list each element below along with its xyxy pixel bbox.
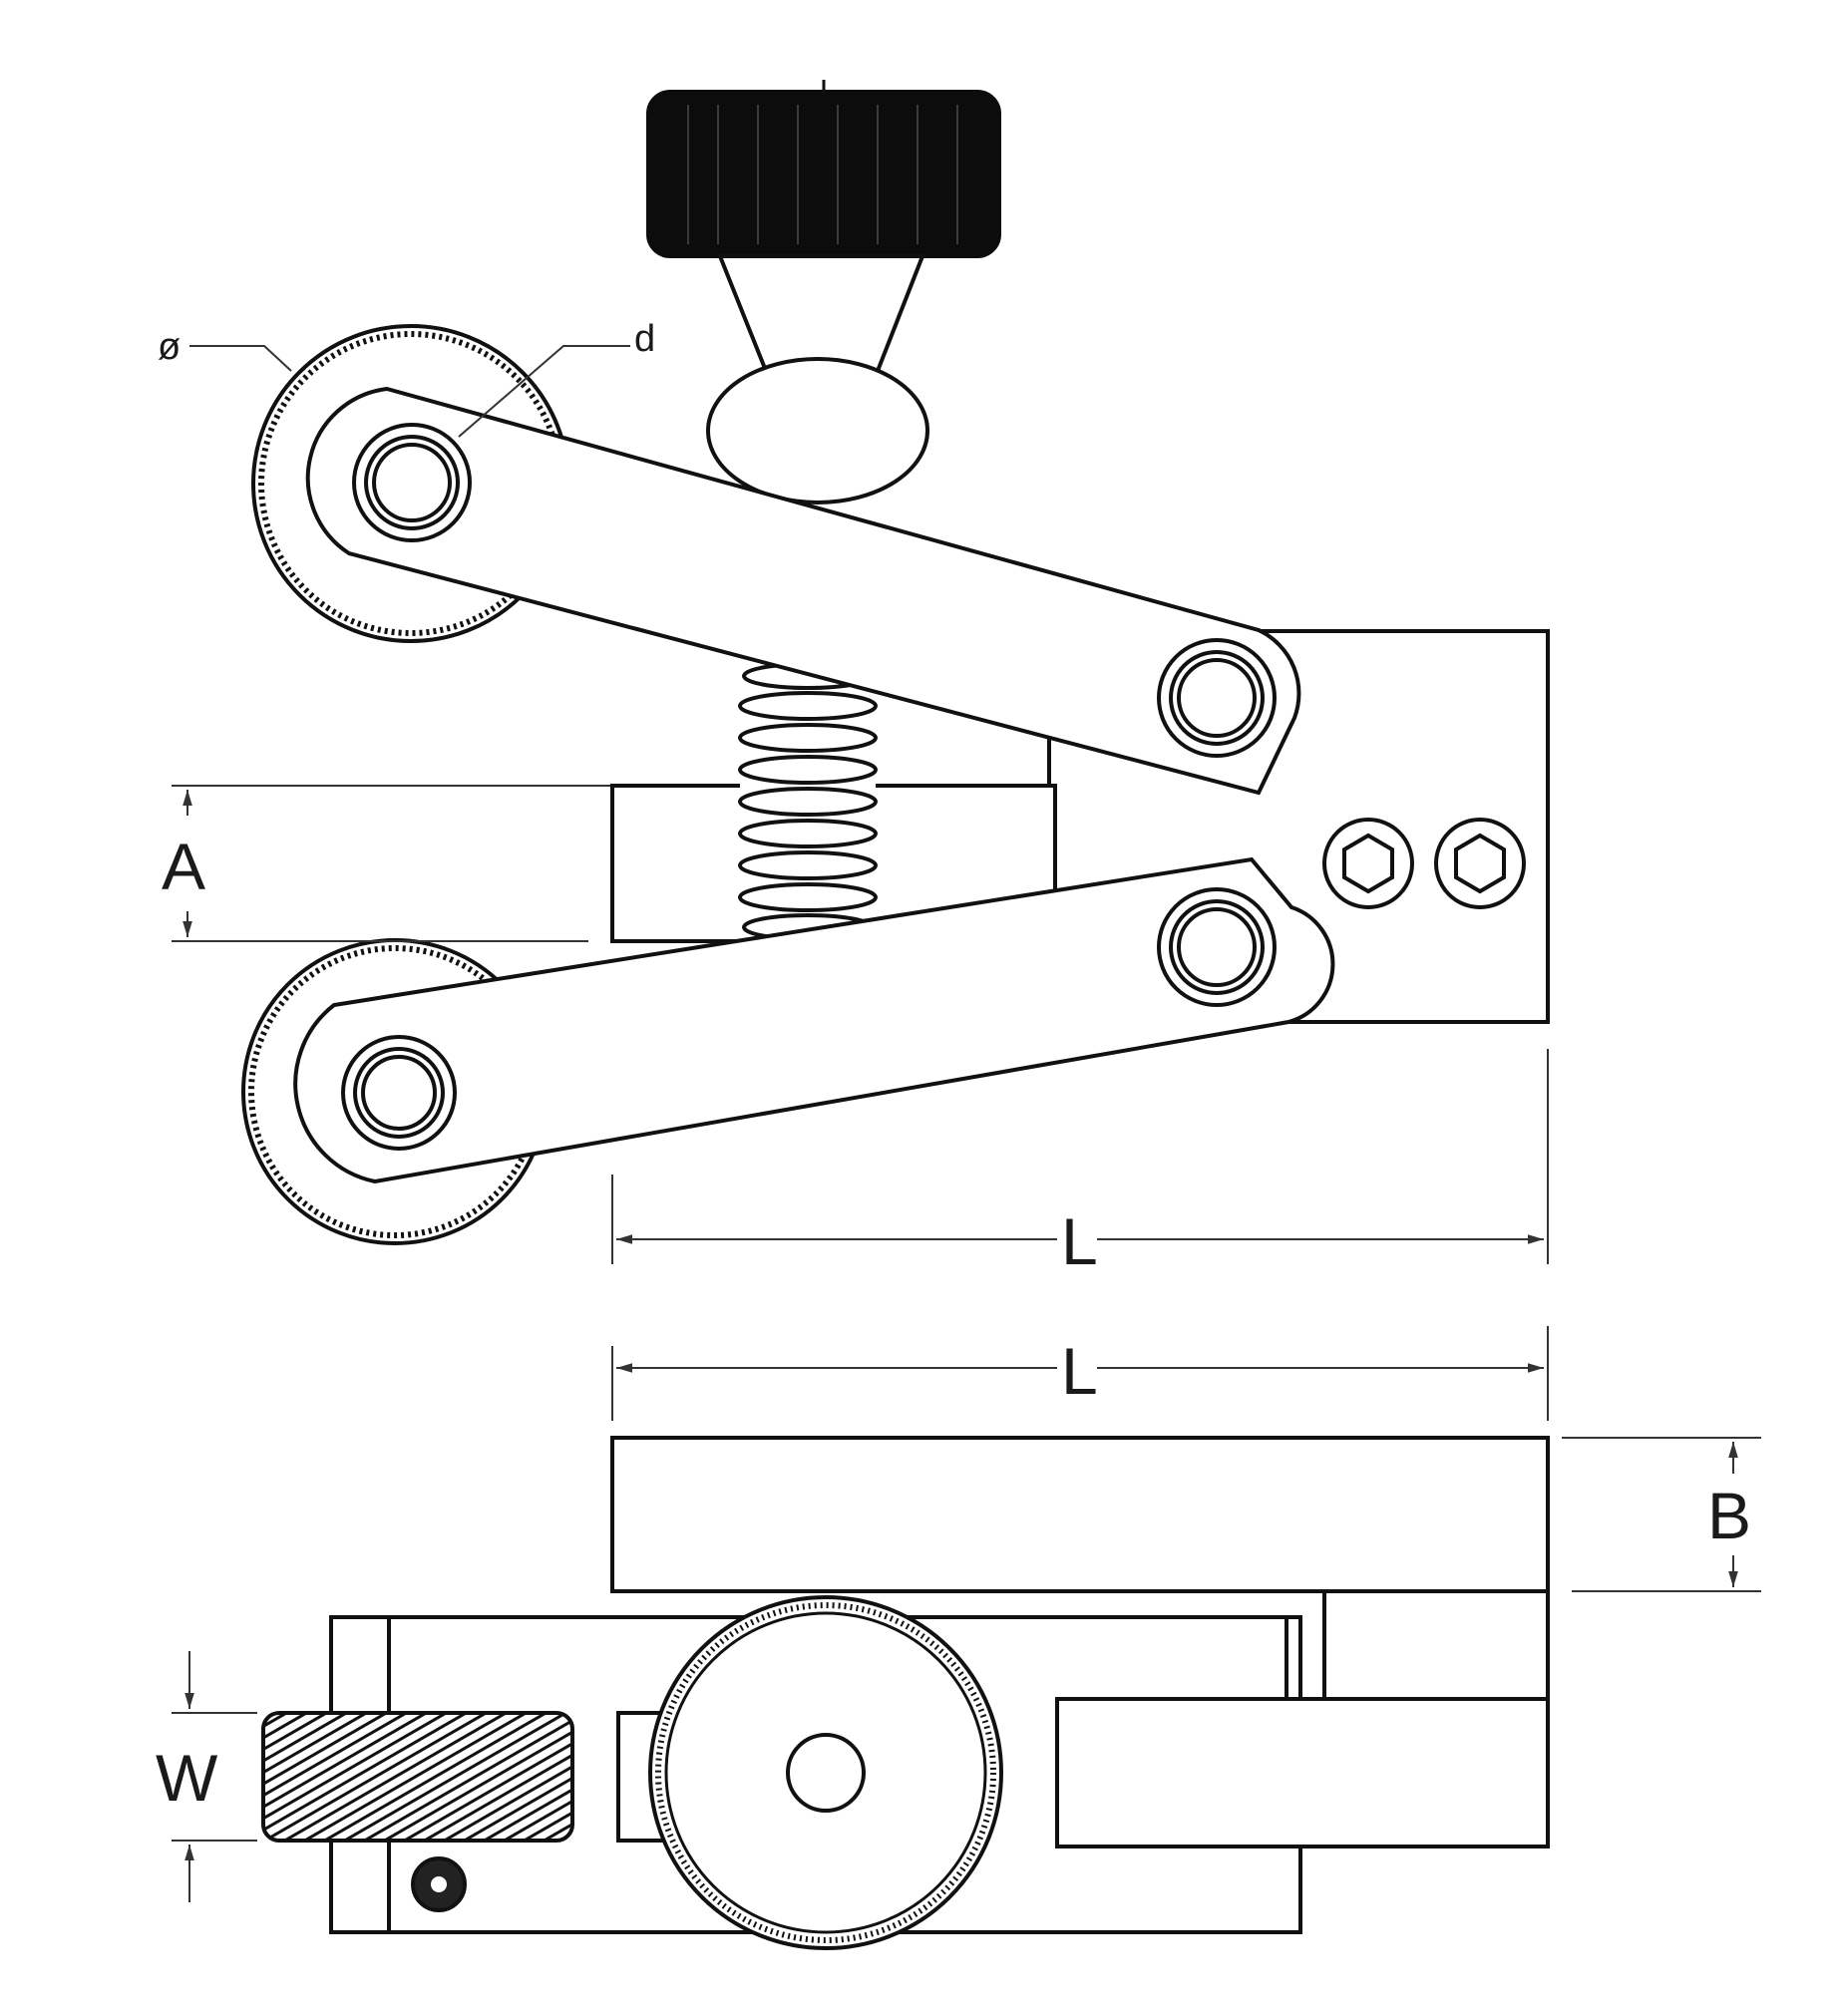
side-thumb-wheel bbox=[648, 1595, 1003, 1950]
shank-block bbox=[610, 1436, 1550, 1593]
upper-arm-pivot bbox=[1157, 638, 1277, 758]
thumb-wheel-hub bbox=[786, 1733, 866, 1813]
dimension-l-top bbox=[611, 1049, 1549, 1264]
set-screw bbox=[411, 1856, 467, 1912]
side-step-block bbox=[1055, 1697, 1550, 1848]
label-l-bottom: L bbox=[1061, 1334, 1098, 1408]
lower-wheel-axle bbox=[341, 1035, 457, 1151]
label-l-top: L bbox=[1061, 1204, 1098, 1278]
lower-arm bbox=[293, 856, 1335, 1184]
label-bore: d bbox=[634, 318, 655, 360]
label-a: A bbox=[162, 830, 205, 903]
thumb-screw-knob bbox=[646, 80, 1001, 258]
label-w: W bbox=[156, 1741, 218, 1815]
dimension-l-bottom bbox=[611, 1326, 1549, 1421]
label-diameter: ø bbox=[158, 326, 181, 368]
knurl-roll bbox=[261, 1711, 574, 1843]
top-view bbox=[241, 80, 1550, 1245]
hex-socket-screw-1 bbox=[1322, 818, 1414, 909]
hex-socket-screw-2 bbox=[1434, 818, 1526, 909]
dimension-a bbox=[172, 785, 610, 942]
lower-arm-pivot bbox=[1157, 887, 1277, 1007]
ball-joint bbox=[706, 357, 929, 504]
leader-lines bbox=[189, 345, 630, 438]
knob-cone bbox=[717, 254, 925, 373]
upper-wheel-axle bbox=[352, 423, 472, 542]
side-view bbox=[261, 1436, 1550, 1950]
label-b: B bbox=[1707, 1479, 1751, 1552]
upper-arm bbox=[305, 386, 1301, 796]
compression-spring bbox=[738, 662, 878, 941]
dimension-b bbox=[1562, 1437, 1761, 1592]
dimension-w bbox=[172, 1651, 257, 1902]
